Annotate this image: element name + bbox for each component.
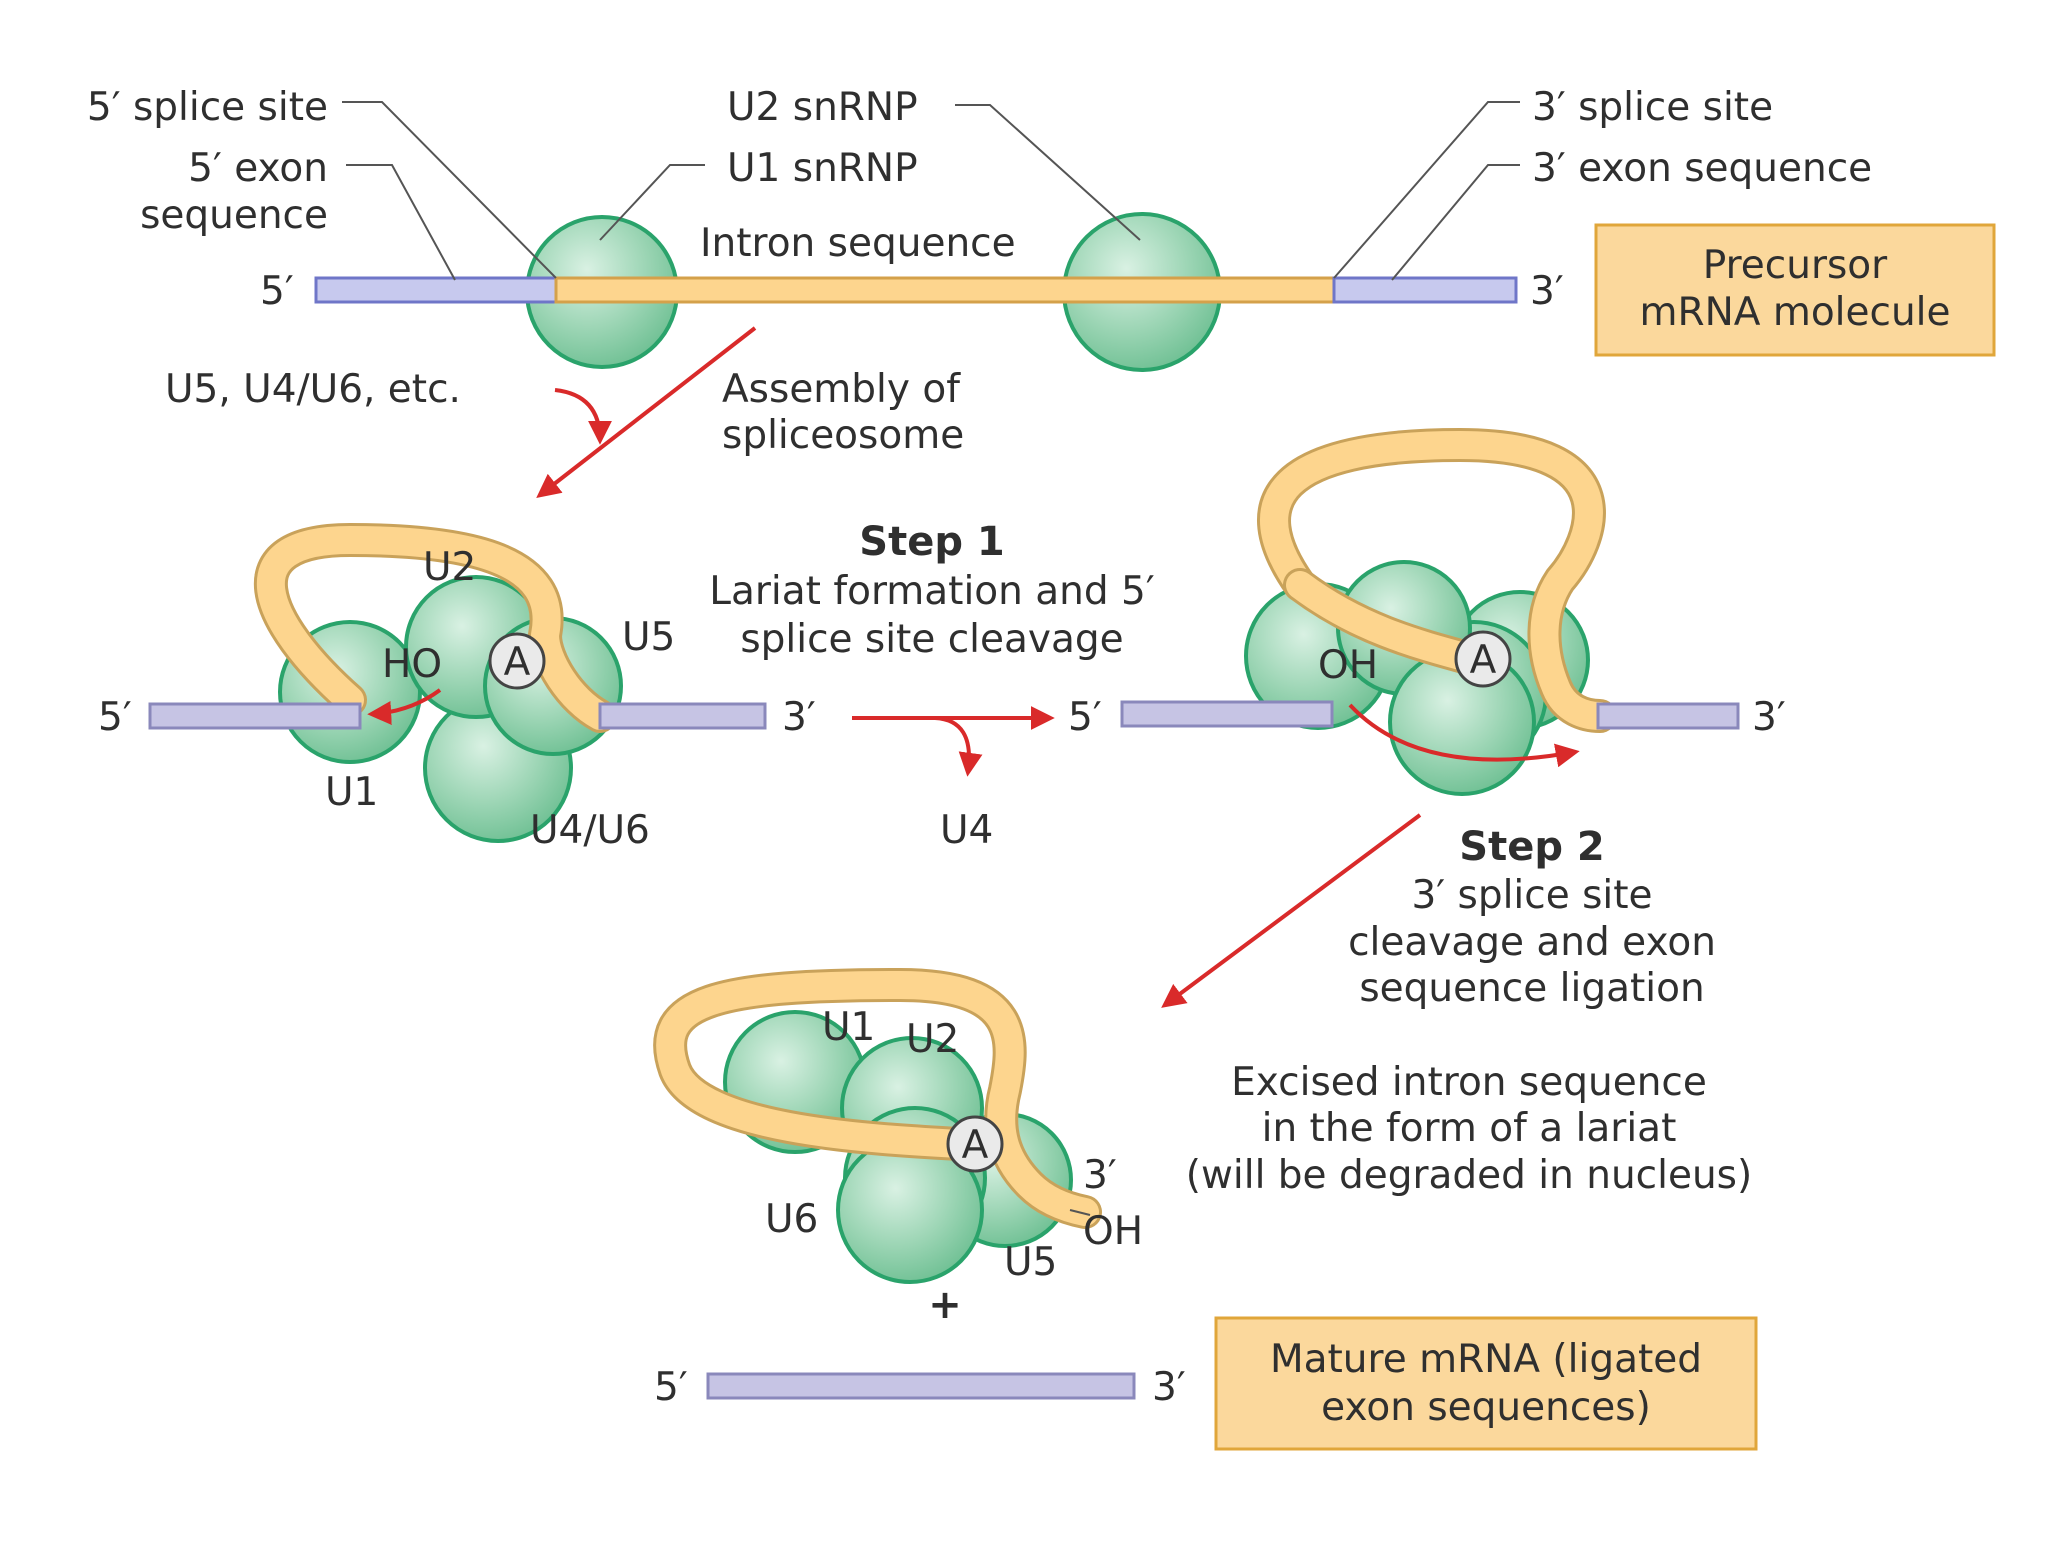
lariat-branch-a [946,1115,1004,1173]
step1-u2-label: U2 [423,545,476,590]
u4-released-label: U4 [940,808,993,853]
lariat-product: A U1 U2 U6 U5 3′ OH Excised intron seque… [653,968,1752,1328]
leader-5-splice-site [342,101,557,279]
step1-5-exon [148,702,362,730]
int-oh-label: OH [1318,643,1378,688]
label-factors: U5, U4/U6, etc. [165,367,461,412]
plus-sign: + [928,1282,962,1328]
step1-desc-line1: Lariat formation and 5′ [709,569,1154,614]
precursor-box [1594,223,1996,357]
step1-title: Step 1 [859,519,1004,565]
int-5-end: 5′ [1068,695,1102,740]
int-3-exon [1596,702,1740,730]
int-attack-arrow [1348,703,1580,768]
lariat-3-end: 3′ [1083,1153,1117,1198]
leader-u1 [599,164,705,241]
step1-caption: Step 1 Lariat formation and 5′ splice si… [709,519,1154,662]
step1-desc-line2: splice site cleavage [740,617,1123,662]
lariat-u1-label: U1 [822,1005,875,1050]
label-u1-snrnp: U1 snRNP [727,146,918,191]
step1-attack-arrow [367,688,442,725]
step2-desc-line1: 3′ splice site [1411,873,1652,918]
step1-intron-loop [256,526,614,730]
step1-u5-label: U5 [622,615,675,660]
label-assembly-line2: spliceosome [722,413,964,458]
precursor-section: 5′ splice site 5′ exon sequence U2 snRNP… [87,85,1996,372]
step1-3-exon [598,702,767,730]
lariat-a-label: A [962,1123,989,1168]
mature-line2: exon sequences) [1321,1385,1651,1430]
mature-box [1214,1316,1758,1451]
leader-3-exon [1391,164,1520,281]
leader-5-exon [346,164,456,281]
step2-desc-line2: cleavage and exon [1348,920,1716,965]
lariat-u5-label: U5 [1004,1240,1057,1285]
label-5-exon-line1: 5′ exon [188,146,328,191]
int-5-exon [1120,700,1334,728]
lariat-loop [656,971,1099,1226]
step1-a-label: A [504,640,531,685]
step2-arrow [1161,813,1422,1008]
assembly-section: U5, U4/U6, etc. Assembly of spliceosome [165,326,964,498]
intermediate-spliceosome: A OH 5′ 3′ [1068,428,1786,796]
label-intron-sequence: Intron sequence [700,221,1016,266]
lariat-u2-label: U2 [906,1017,959,1062]
lariat-oh-leader [1069,1209,1091,1216]
step1-u4u6-label: U4/U6 [530,808,650,853]
label-3-exon-sequence: 3′ exon sequence [1532,146,1872,191]
label-5-splice-site: 5′ splice site [87,85,328,130]
label-top-3-end: 3′ [1530,269,1564,314]
step1-spliceosome: A HO U2 U5 U1 U4/U6 5′ 3′ [98,523,816,853]
factors-join-arrow [554,388,612,445]
mature-5-end: 5′ [654,1365,688,1410]
u4-release-arrow [934,716,983,777]
label-u2-snrnp: U2 snRNP [727,85,918,130]
int-a-label: A [1470,638,1497,683]
lariat-u6-label: U6 [765,1197,818,1242]
leader-3-splice-site [1333,101,1520,279]
int-intron-loop [1260,431,1614,730]
step1-u1-label: U1 [325,770,378,815]
assembly-arrow [536,326,757,498]
mature-mrna: 5′ 3′ Mature mRNA (ligated exon sequence… [654,1316,1758,1451]
int-3-end: 3′ [1752,695,1786,740]
precursor-line1: Precursor [1703,243,1888,288]
lariat-desc-line1: Excised intron sequence [1231,1060,1707,1105]
precursor-line2: mRNA molecule [1639,290,1950,335]
step1-branch-a [488,632,546,690]
step2-caption: Step 2 3′ splice site cleavage and exon … [1161,813,1716,1011]
step1-ho-label: HO [382,642,442,687]
three-prime-exon-bar [1332,276,1518,304]
lariat-oh-label: OH [1083,1209,1143,1254]
step1-transition: U4 [852,706,1055,853]
leader-u2 [955,104,1141,241]
label-3-splice-site: 3′ splice site [1532,85,1773,130]
intron-bar [554,276,1336,304]
step2-desc-line3: sequence ligation [1359,966,1704,1011]
step1-5-end: 5′ [98,695,132,740]
mature-line1: Mature mRNA (ligated [1270,1337,1702,1382]
mature-mrna-bar [706,1372,1136,1400]
step2-title: Step 2 [1459,824,1604,870]
lariat-desc-line3: (will be degraded in nucleus) [1186,1153,1752,1198]
five-prime-exon-bar [314,276,558,304]
mature-3-end: 3′ [1152,1365,1186,1410]
label-assembly-line1: Assembly of [722,367,961,412]
label-top-5-end: 5′ [260,269,294,314]
label-5-exon-line2: sequence [140,193,328,238]
int-branch-a [1454,630,1512,688]
lariat-desc-line2: in the form of a lariat [1262,1106,1677,1151]
step1-3-end: 3′ [782,695,816,740]
